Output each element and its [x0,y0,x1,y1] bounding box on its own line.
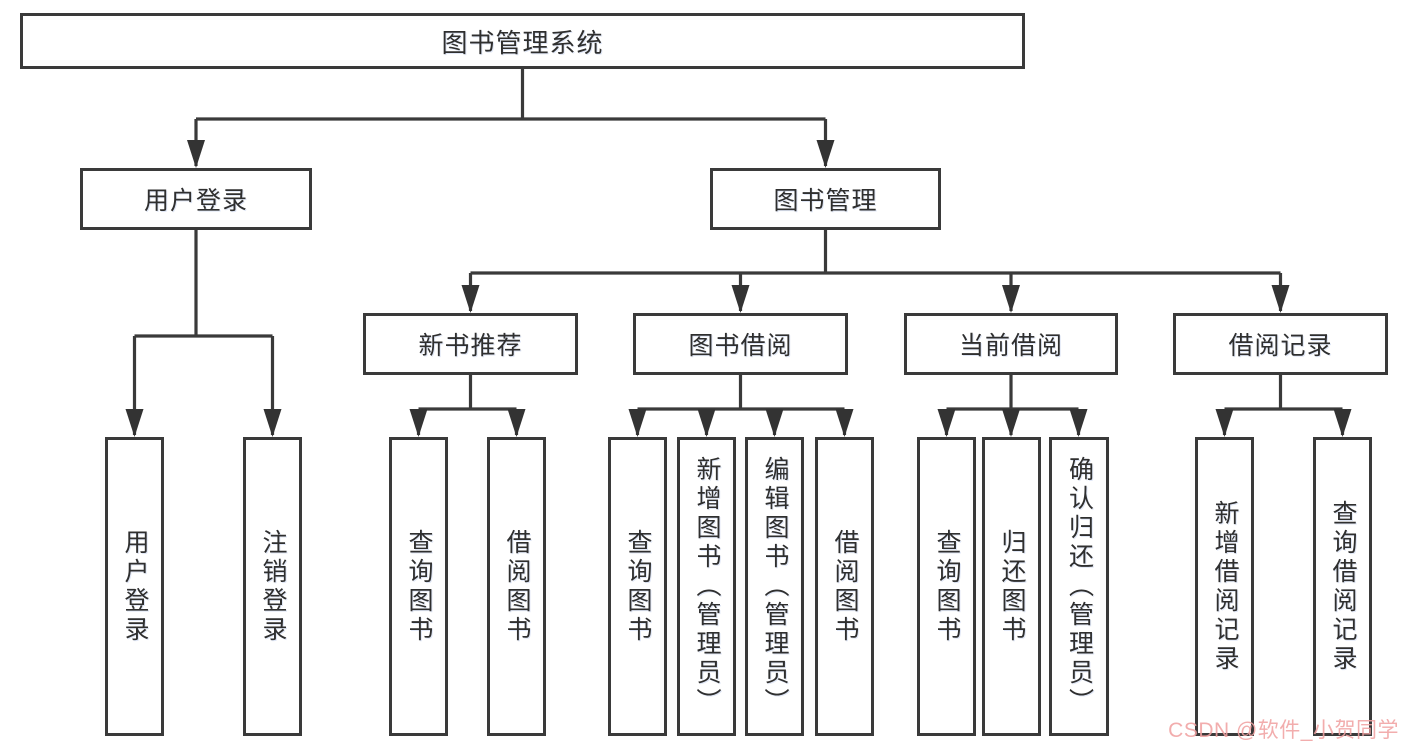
node-book-management: 图书管理 [710,168,941,230]
node-user-login: 用户登录 [80,168,312,230]
node-user-login-label: 用户登录 [143,187,248,215]
node-library-system-label: 图书管理系统 [441,27,604,58]
leaf-edit-book-admin: 编辑图书（管理员） [745,437,804,736]
leaf-confirm-return-admin-label: 确认归还（管理员） [1065,456,1094,717]
leaf-query-books-current-label: 查询图书 [933,528,961,645]
node-borrow-records-label: 借阅记录 [1228,332,1333,360]
leaf-edit-book-admin-label: 编辑图书（管理员） [761,456,789,717]
leaf-confirm-return-admin: 确认归还（管理员） [1049,437,1109,736]
node-book-management-label: 图书管理 [773,187,878,215]
leaf-query-borrow-record-label: 查询借阅记录 [1329,499,1357,674]
leaf-logout: 注销登录 [243,437,302,736]
leaf-query-borrow-record: 查询借阅记录 [1313,437,1372,736]
leaf-add-book-admin-label: 新增图书（管理员） [693,456,721,717]
node-new-book-recommend: 新书推荐 [363,313,578,375]
node-book-borrow: 图书借阅 [633,313,848,375]
leaf-borrow-books-recommend: 借阅图书 [487,437,546,736]
leaf-logout-label: 注销登录 [259,528,287,645]
node-library-system: 图书管理系统 [20,13,1025,69]
node-book-borrow-label: 图书借阅 [688,332,793,360]
leaf-user-login-label: 用户登录 [121,528,149,645]
node-current-borrow-label: 当前借阅 [958,332,1063,360]
connector-lines [132,69,1345,435]
leaf-query-books-recommend: 查询图书 [389,437,448,736]
leaf-borrow-books-recommend-label: 借阅图书 [503,528,531,645]
leaf-return-books-label: 归还图书 [998,528,1026,645]
leaf-query-books-recommend-label: 查询图书 [405,528,433,645]
leaf-add-book-admin: 新增图书（管理员） [677,437,736,736]
leaf-return-books: 归还图书 [982,437,1041,736]
leaf-borrow-books: 借阅图书 [815,437,874,736]
leaf-query-books-borrow: 查询图书 [608,437,667,736]
leaf-query-books-borrow-label: 查询图书 [624,528,652,645]
node-current-borrow: 当前借阅 [904,313,1118,375]
arrowheads [125,140,1352,437]
node-new-book-recommend-label: 新书推荐 [418,332,523,360]
leaf-add-borrow-record-label: 新增借阅记录 [1211,499,1239,674]
leaf-add-borrow-record: 新增借阅记录 [1195,437,1254,736]
node-borrow-records: 借阅记录 [1173,313,1388,375]
leaf-query-books-current: 查询图书 [917,437,976,736]
watermark: CSDN @软件_小贺同学 [1168,719,1399,742]
leaf-borrow-books-label: 借阅图书 [831,528,859,645]
leaf-user-login: 用户登录 [105,437,164,736]
